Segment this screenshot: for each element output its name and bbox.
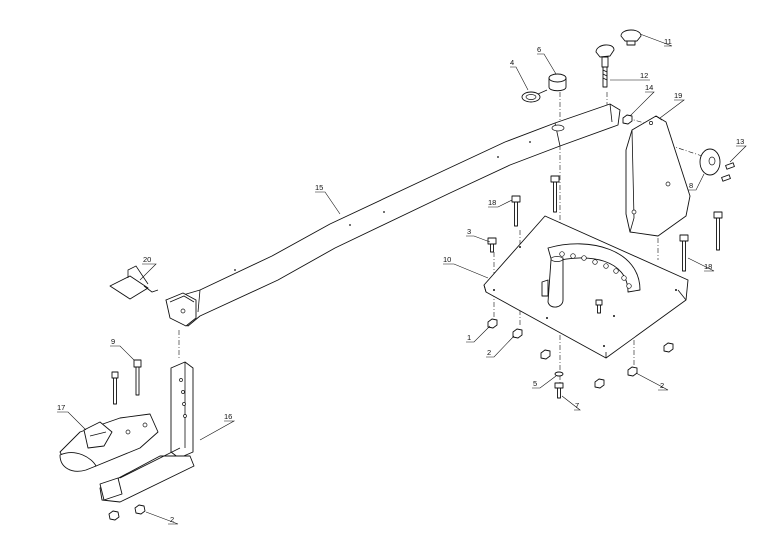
callout-5: 5 <box>533 379 537 388</box>
callout-labels: 15 20 9 17 16 2 4 6 11 12 14 19 13 8 18 … <box>57 37 744 524</box>
plate-bolt <box>487 237 497 253</box>
lynch-pin <box>521 89 548 103</box>
callout-1: 1 <box>467 333 471 342</box>
callout-4: 4 <box>510 58 514 67</box>
upright-plate <box>625 115 691 237</box>
hub-bolts <box>721 162 735 182</box>
tongue-beam <box>165 103 621 327</box>
tee-knob <box>620 29 642 46</box>
callout-16: 16 <box>224 412 232 421</box>
callout-15: 15 <box>315 183 323 192</box>
callout-7: 7 <box>575 401 579 410</box>
callout-2-right: 2 <box>660 381 664 390</box>
upper-nut <box>622 114 633 125</box>
callout-14: 14 <box>645 83 653 92</box>
callout-18-left: 18 <box>488 198 496 207</box>
callout-2-front: 2 <box>170 515 174 524</box>
callout-8: 8 <box>689 181 693 190</box>
callout-18-right: 18 <box>704 262 712 271</box>
plate-nuts <box>487 318 674 389</box>
long-bolts <box>511 175 723 272</box>
tee-knob-pin <box>595 44 615 88</box>
hitch-coupler <box>59 413 159 472</box>
base-plate <box>483 215 689 359</box>
callout-20: 20 <box>143 255 151 264</box>
callout-19: 19 <box>674 91 682 100</box>
callout-3: 3 <box>467 227 471 236</box>
pivot-washer-bolt <box>554 371 564 399</box>
callout-12: 12 <box>640 71 648 80</box>
roller-hub <box>699 148 721 176</box>
callout-10: 10 <box>443 255 451 264</box>
clip-bracket <box>109 265 159 300</box>
front-leg-tube <box>99 361 195 503</box>
post-cap <box>548 73 567 92</box>
front-nuts <box>108 504 146 521</box>
assembly-centerlines <box>178 92 709 395</box>
callout-13: 13 <box>736 137 744 146</box>
callout-2-plate: 2 <box>487 348 491 357</box>
callout-leaders <box>57 33 747 525</box>
callout-11: 11 <box>664 37 672 46</box>
callout-17: 17 <box>57 403 65 412</box>
callout-6: 6 <box>537 45 541 54</box>
coupler-bolts <box>111 359 142 405</box>
callout-9: 9 <box>111 337 115 346</box>
